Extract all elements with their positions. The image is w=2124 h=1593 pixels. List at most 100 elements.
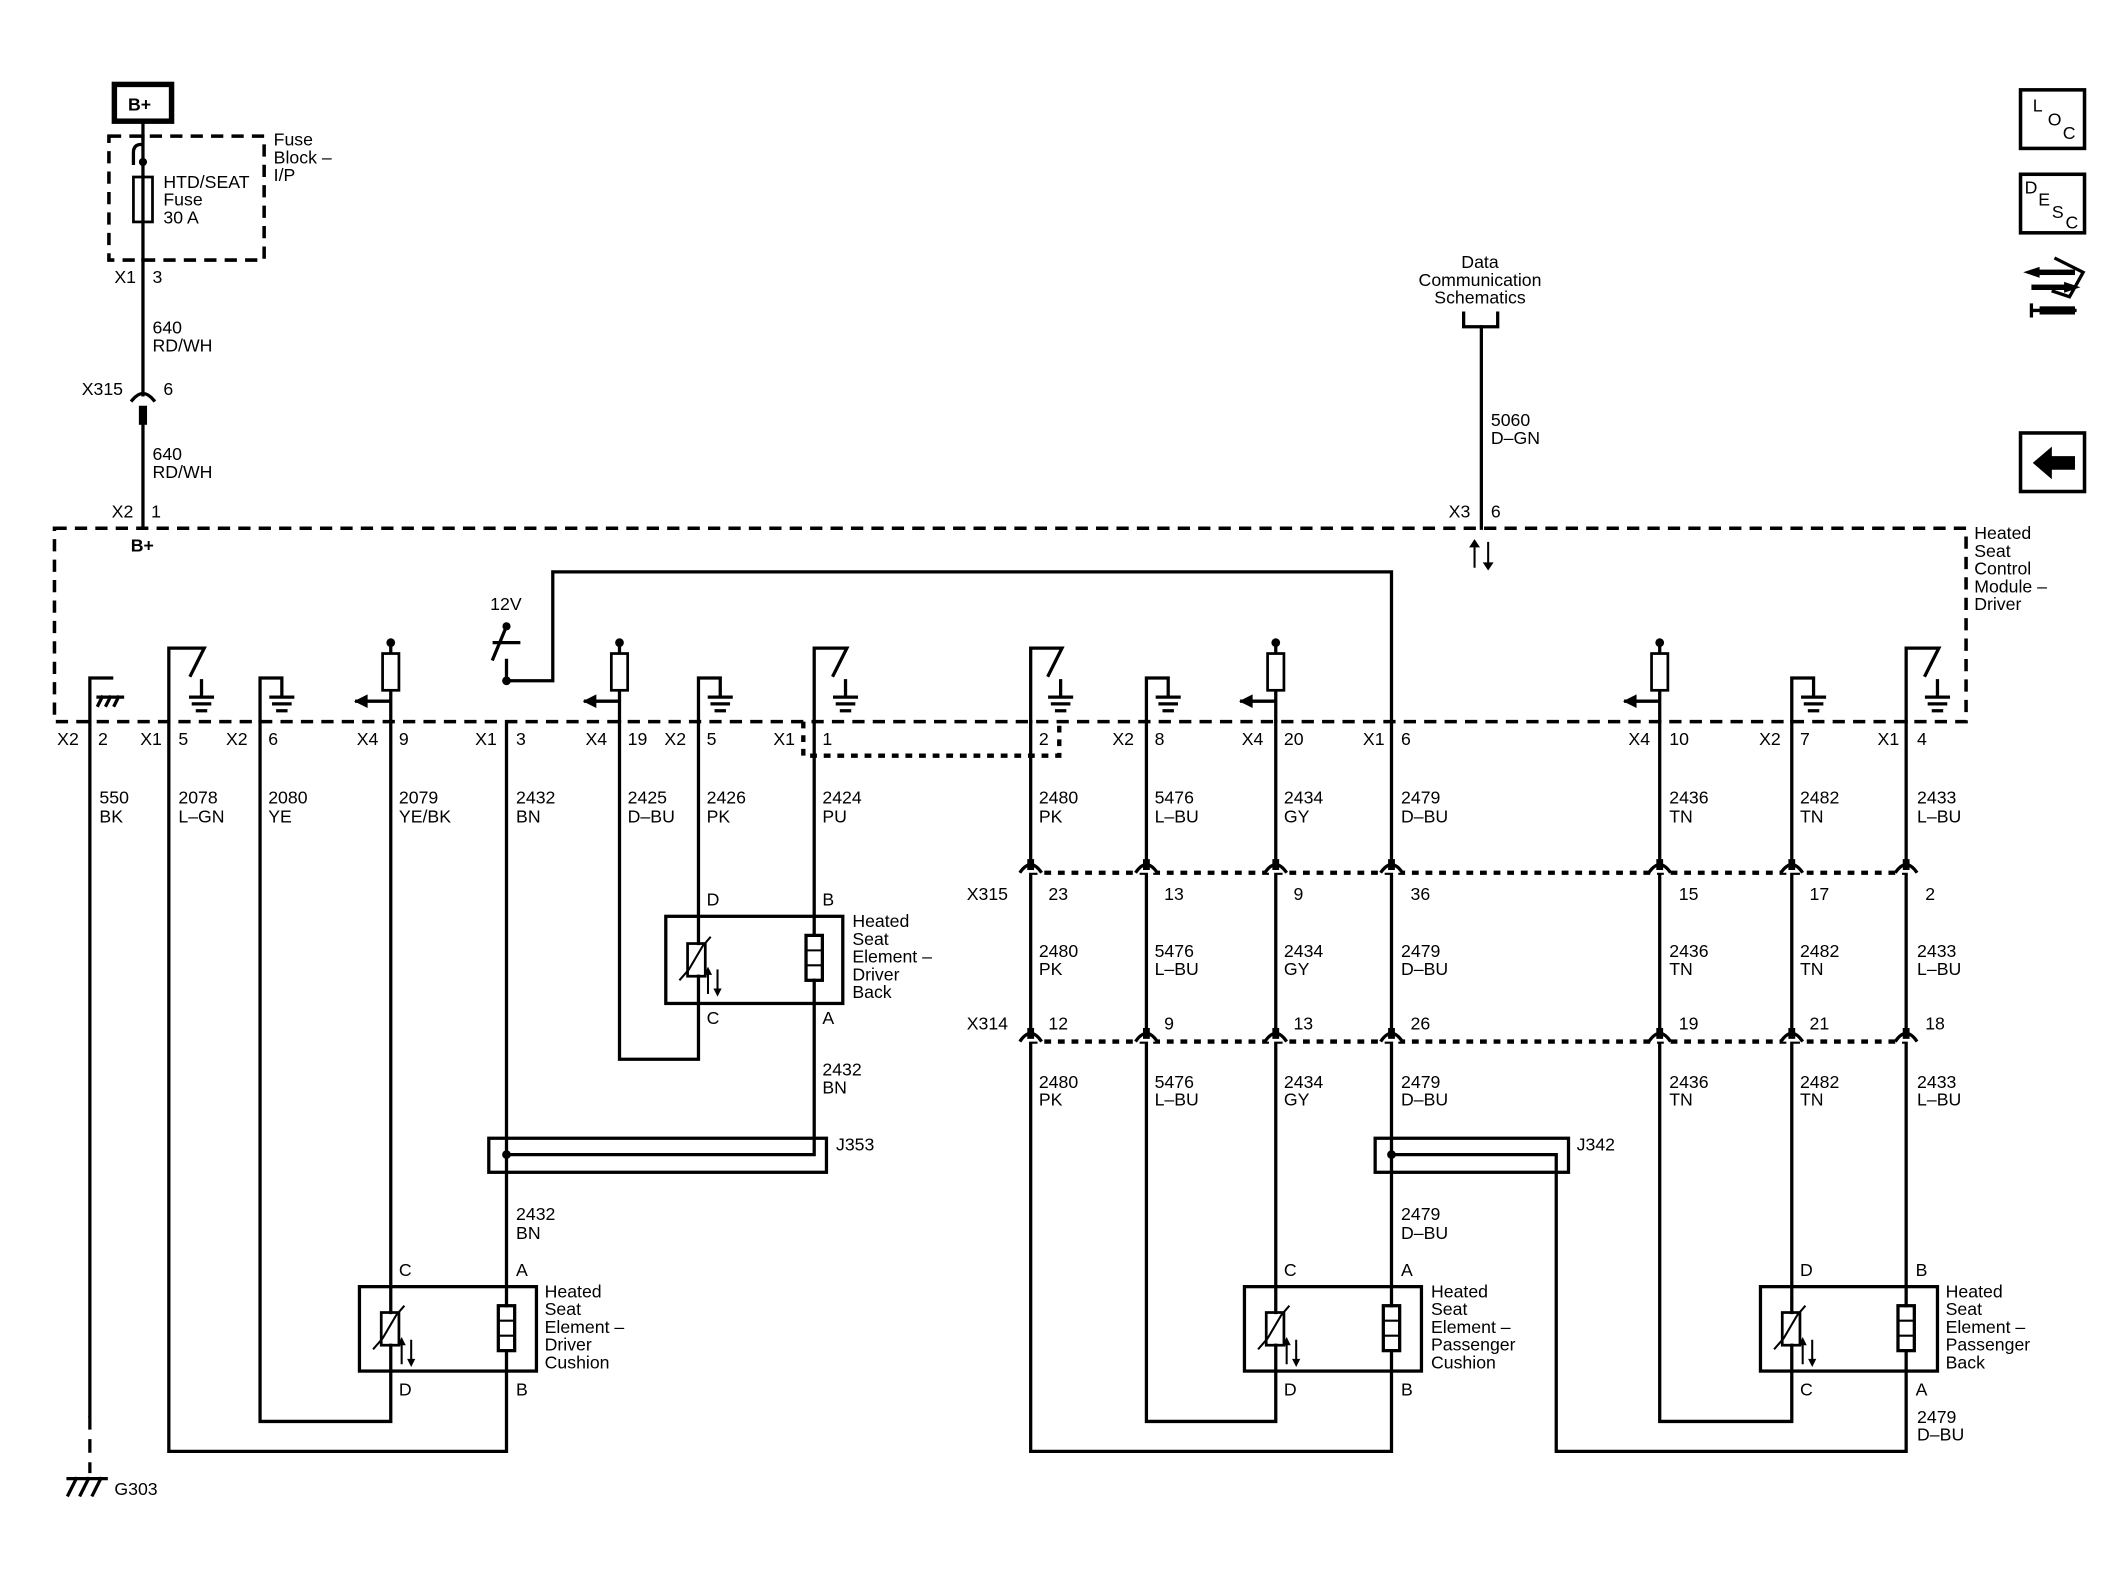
wire-color: PK [707, 806, 731, 826]
pin-conn: X2 [226, 729, 248, 749]
x315-pin: 36 [1411, 884, 1431, 904]
wire-color: TN [1669, 1090, 1693, 1110]
connector-tools-button[interactable] [2023, 256, 2086, 318]
x314-pin: 18 [1925, 1013, 1945, 1033]
pin-conn: X2 [1112, 729, 1134, 749]
element-name-5: Cushion [1431, 1352, 1496, 1372]
fuse-label-1: HTD/SEAT [163, 172, 249, 192]
pin-conn: X1 [475, 729, 497, 749]
inline-pin-numbers: 23 13 9 36 15 17 2 12 9 13 26 19 21 18 [1048, 884, 1945, 1033]
pin-num: 10 [1669, 729, 1689, 749]
wire-circuit: 2434 [1284, 1072, 1324, 1092]
pin-num: 9 [399, 729, 409, 749]
wire-color: TN [1800, 1090, 1824, 1110]
element-name-1: Heated [1946, 1282, 2003, 1302]
x315-pin: 13 [1164, 884, 1184, 904]
data-comm-line-2: Communication [1419, 270, 1542, 290]
element-pin-tl: C [399, 1260, 412, 1280]
heater-element-icon [804, 914, 825, 1006]
wire-640-color-a: RD/WH [152, 335, 212, 355]
fuse-label-2: Fuse [163, 190, 202, 210]
wire-5060-circuit: 5060 [1491, 410, 1531, 430]
heated-seat-element-driver-cushion: C A D B Heated Seat Element – Driver Cus… [357, 1260, 624, 1400]
element-name-4: Driver [545, 1335, 592, 1355]
inline-x315-name: X315 [967, 884, 1008, 904]
wire-color: L–BU [1155, 959, 1199, 979]
wire-circuit: 5476 [1155, 941, 1195, 961]
wire-color: TN [1669, 959, 1693, 979]
left-wiring [88, 719, 816, 1474]
pin-num: 3 [516, 729, 526, 749]
element-pin-tl: C [1284, 1260, 1297, 1280]
wire-color: YE/BK [399, 806, 451, 826]
description-button[interactable]: D E S C [2018, 172, 2087, 235]
element-pin-br: B [516, 1380, 528, 1400]
splice-j353-label: J353 [836, 1135, 875, 1155]
fuse-block: Fuse Block – I/P HTD/SEAT Fuse 30 A [107, 130, 332, 262]
element-name-1: Heated [1431, 1282, 1488, 1302]
wire-color: L–BU [1917, 806, 1961, 826]
thermistor-icon [372, 1285, 416, 1373]
module-name-2: Seat [1974, 541, 2010, 561]
element-pin-tl: D [707, 889, 720, 909]
splice-j342 [1373, 1136, 1571, 1174]
element-name-2: Seat [1431, 1299, 1467, 1319]
connector-tools-icon [2023, 256, 2086, 318]
pin-num: 2 [98, 729, 108, 749]
element-name-2: Seat [545, 1299, 581, 1319]
pin-conn: X4 [585, 729, 607, 749]
wire-color: PK [1039, 806, 1063, 826]
wire-circuit: 2479 [1401, 941, 1440, 961]
wire-circuit: 2482 [1800, 1072, 1839, 1092]
element-pin-br: B [1401, 1380, 1413, 1400]
module-12v-label: 12V [490, 594, 522, 614]
wire-circuit: 2079 [399, 787, 438, 807]
pin-num: 2 [1039, 729, 1049, 749]
pin-num: 19 [628, 729, 648, 749]
pin-num: 5 [707, 729, 717, 749]
thermistor-icon [1773, 1285, 1817, 1373]
wire-color: TN [1800, 959, 1824, 979]
pin-num: 6 [268, 729, 278, 749]
location-button[interactable]: L O C [2018, 88, 2087, 151]
fuse-out-connector: X1 [114, 267, 136, 287]
data-communication-ref: Data Communication Schematics [1419, 252, 1542, 530]
module-bplus-connector: X2 [112, 501, 134, 521]
wire-bn-after-back-circuit: 2432 [822, 1060, 861, 1080]
element-pin-tl: D [1800, 1260, 1813, 1280]
wire-color: BN [516, 806, 541, 826]
heater-element-icon [1896, 1285, 1916, 1373]
wire-color: TN [1800, 806, 1824, 826]
wire-circuit: 2482 [1800, 941, 1839, 961]
module-internal-switches [167, 638, 1950, 724]
description-letter: S [2052, 202, 2064, 222]
wire-circuit: 2482 [1800, 787, 1839, 807]
wire-bn-after-back-color: BN [822, 1077, 847, 1097]
wire-color: GY [1284, 959, 1310, 979]
pin-num: 7 [1800, 729, 1810, 749]
wire-dbu-pass-back-color: D–BU [1917, 1425, 1964, 1445]
back-button[interactable] [2018, 431, 2087, 494]
element-name-5: Cushion [545, 1352, 610, 1372]
element-name-5: Back [852, 982, 891, 1002]
pin-conn: X1 [1878, 729, 1900, 749]
element-pin-bl: C [707, 1008, 720, 1028]
wire-dbu-pass-back-circuit: 2479 [1917, 1407, 1956, 1427]
pin-num: 1 [822, 729, 832, 749]
element-name-3: Element – [852, 947, 932, 967]
module-bplus-label: B+ [131, 535, 154, 555]
ground-g303-icon [65, 1476, 108, 1498]
wire-color: YE [268, 806, 292, 826]
element-name-3: Element – [1946, 1317, 2026, 1337]
element-name-1: Heated [545, 1282, 602, 1302]
wire-color: D–BU [1401, 1090, 1448, 1110]
inline-connector-x315: X315 [967, 870, 1907, 904]
pin-conn: X1 [773, 729, 795, 749]
wire-color: D–BU [628, 806, 675, 826]
wire-circuit: 2436 [1669, 1072, 1709, 1092]
bidirectional-data-icon [1469, 539, 1494, 571]
wire-color: TN [1669, 806, 1693, 826]
element-pin-tr: A [516, 1260, 528, 1280]
module-name-3: Control [1974, 559, 2031, 579]
